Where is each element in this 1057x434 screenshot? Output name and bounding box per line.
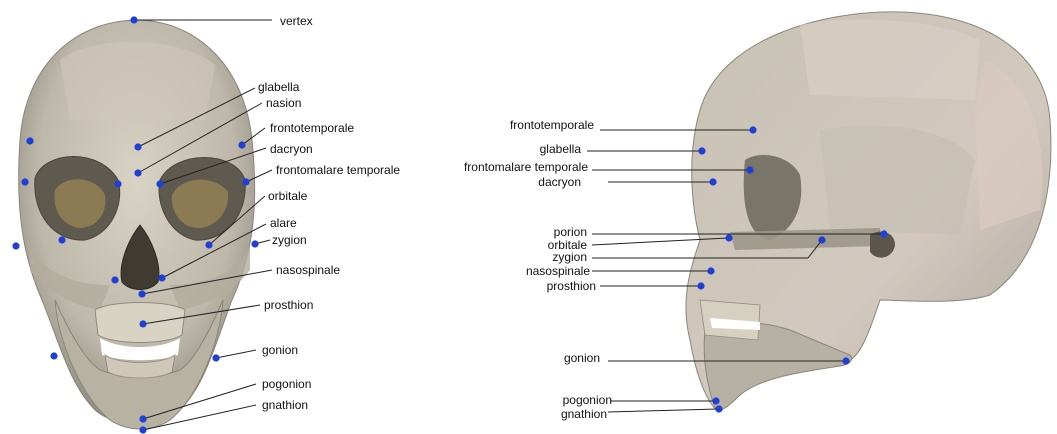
- label-gonion-lateral: gonion: [564, 351, 600, 365]
- label-frontomalare-lateral: frontomalare temporale: [464, 160, 588, 174]
- label-pogonion-frontal: pogonion: [262, 377, 311, 391]
- label-alare: alare: [270, 216, 297, 230]
- frontal-skull-illustration: [19, 20, 255, 429]
- label-porion: porion: [554, 225, 587, 239]
- dot-gnathion-lat: [715, 405, 722, 412]
- temporal-patch: [820, 125, 975, 235]
- label-dacryon-lateral: dacryon: [538, 175, 581, 189]
- label-frontomalare-frontal: frontomalare temporale: [276, 163, 400, 177]
- dot-zygion-right: [12, 242, 19, 249]
- label-zygion-lateral: zygion: [552, 250, 587, 264]
- dot-gonion-left: [212, 354, 219, 361]
- dot-pogonion: [139, 415, 146, 422]
- dot-vertex: [130, 16, 137, 23]
- frontal-labels: vertex glabella nasion frontotemporale d…: [258, 14, 400, 412]
- dot-frontotemporale-lat: [749, 126, 756, 133]
- dot-prosthion: [139, 320, 146, 327]
- dot-dacryon-right: [114, 180, 121, 187]
- label-glabella-frontal: glabella: [258, 80, 300, 94]
- dot-frontomalare-right: [21, 178, 28, 185]
- dot-orbitale-right: [58, 236, 65, 243]
- label-nasospinale-frontal: nasospinale: [276, 263, 340, 277]
- label-gnathion-frontal: gnathion: [262, 398, 308, 412]
- dot-zygion-lat: [818, 236, 825, 243]
- label-frontotemporale-lateral: frontotemporale: [510, 118, 594, 132]
- label-nasospinale-lateral: nasospinale: [526, 264, 590, 278]
- dot-nasion: [134, 169, 141, 176]
- label-dacryon-frontal: dacryon: [270, 142, 313, 156]
- dot-glabella: [134, 143, 141, 150]
- dot-frontomalare-left: [242, 178, 249, 185]
- label-zygion-frontal: zygion: [272, 233, 307, 247]
- dot-zygion-left: [251, 240, 258, 247]
- parietal-patch: [800, 20, 980, 100]
- label-pogonion-lateral: pogonion: [563, 393, 612, 407]
- dot-alare-left: [158, 274, 165, 281]
- label-frontotemporale-frontal: frontotemporale: [270, 121, 354, 135]
- dot-porion-lat: [880, 230, 887, 237]
- dot-alare-right: [111, 276, 118, 283]
- dot-frontotemporale-right: [26, 137, 33, 144]
- label-gonion-frontal: gonion: [262, 343, 298, 357]
- label-gnathion-lateral: gnathion: [561, 407, 607, 421]
- label-prosthion-lateral: prosthion: [547, 279, 596, 293]
- label-vertex: vertex: [280, 14, 313, 28]
- dot-gonion-right: [50, 352, 57, 359]
- dot-glabella-lat: [698, 147, 705, 154]
- dot-prosthion-lat: [697, 282, 704, 289]
- dot-gonion-lat: [842, 357, 849, 364]
- dot-dacryon-lat: [709, 178, 716, 185]
- leader-gnathion-lateral: [608, 409, 718, 412]
- dot-pogonion-lat: [712, 397, 719, 404]
- dot-frontotemporale-left: [238, 141, 245, 148]
- dot-nasospinale: [138, 290, 145, 297]
- lateral-skull-illustration: [686, 12, 1051, 412]
- dot-orbitale-left: [205, 241, 212, 248]
- label-nasion: nasion: [266, 96, 301, 110]
- dot-dacryon-left: [156, 180, 163, 187]
- label-orbitale-frontal: orbitale: [268, 189, 308, 203]
- dot-orbitale-lat: [725, 234, 732, 241]
- leader-gonion-frontal: [216, 350, 256, 358]
- frontal-forehead-patch: [60, 42, 215, 120]
- lateral-labels: frontotemporale glabella frontomalare te…: [464, 118, 612, 421]
- dot-frontomalare-lat: [746, 166, 753, 173]
- label-prosthion-frontal: prosthion: [264, 298, 313, 312]
- dot-nasospinale-lat: [707, 267, 714, 274]
- dot-gnathion: [139, 426, 146, 433]
- label-glabella-lateral: glabella: [540, 142, 582, 156]
